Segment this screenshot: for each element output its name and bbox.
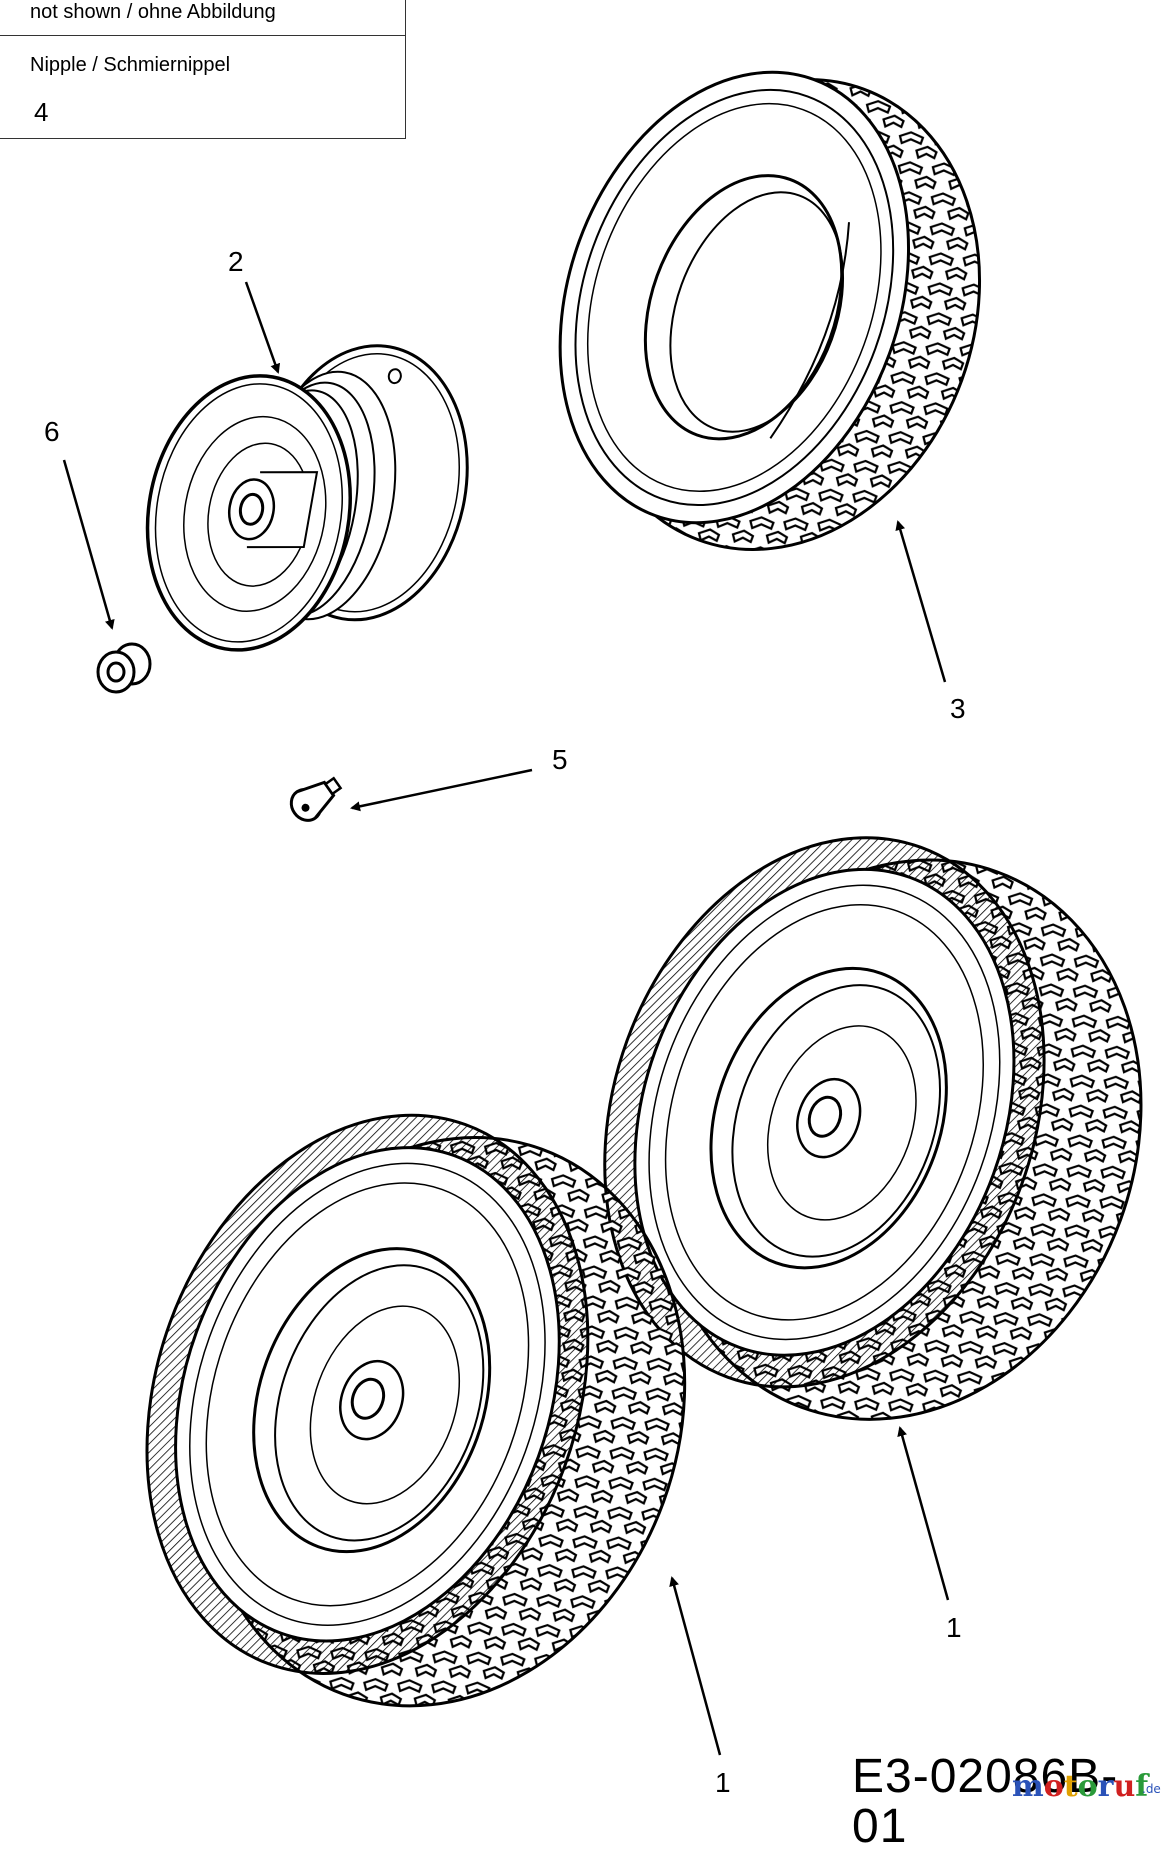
leader-2 — [244, 281, 281, 374]
drawing-code: E3-02086B-01 — [852, 1750, 1119, 1853]
legend-divider — [0, 35, 406, 36]
leader-3 — [895, 520, 947, 683]
leader-6 — [62, 459, 115, 630]
wheel-assembly-1-right — [603, 836, 1143, 1421]
watermark-letter: o — [1077, 1769, 1098, 1804]
watermark-letter: m — [1012, 1769, 1044, 1804]
watermark-letter: f — [1135, 1769, 1149, 1804]
nipple-part-5 — [289, 776, 343, 822]
callout-5: 5 — [552, 744, 568, 775]
callout-2: 2 — [228, 246, 244, 277]
legend-item-name: Nipple / Schmiernippel — [30, 54, 231, 76]
watermark-logo: motoruf — [1012, 1772, 1148, 1802]
bushing-part-6 — [96, 642, 152, 694]
callout-6: 6 — [44, 416, 60, 447]
tire-part-3 — [558, 70, 982, 551]
legend-item-number: 4 — [34, 97, 49, 127]
exploded-view-drawing — [62, 70, 1143, 1756]
watermark-suffix: .de — [1142, 1782, 1161, 1796]
wheel-assembly-1-left — [145, 1113, 687, 1708]
leader-1-right — [897, 1426, 950, 1601]
watermark-letter: t — [1063, 1769, 1078, 1804]
leader-5 — [350, 768, 533, 812]
callout-1-left: 1 — [715, 1767, 731, 1798]
watermark-letter: o — [1043, 1769, 1064, 1804]
callout-3: 3 — [950, 693, 966, 724]
legend-header: not shown / ohne Abbildung — [30, 1, 276, 23]
legend-box: not shown / ohne Abbildung Nipple / Schm… — [0, 0, 406, 139]
leader-1-left — [669, 1576, 722, 1756]
watermark-letter: r — [1097, 1769, 1114, 1804]
callout-1-right: 1 — [946, 1612, 962, 1643]
watermark-letter: u — [1113, 1769, 1136, 1804]
rim-part-2 — [145, 344, 469, 652]
